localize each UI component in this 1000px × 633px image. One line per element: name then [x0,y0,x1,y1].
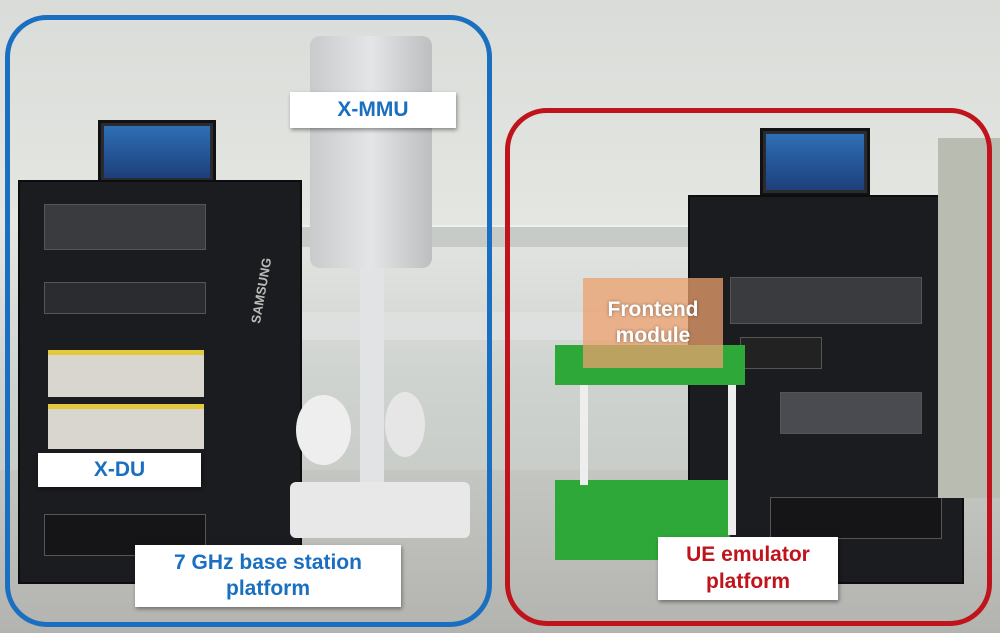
x-du-label: X-DU [38,453,201,487]
x-du-text: X-DU [93,457,146,481]
antenna-pole [360,268,384,488]
laptop-right [760,128,870,196]
ue-line1: UE emulator [686,543,810,567]
frontend-line2: module [615,324,691,347]
x-mmu-label: X-MMU [290,92,456,128]
frontend-module-label: Frontend module [583,278,723,368]
x-mmu-antenna [310,36,432,268]
frontend-line1: Frontend [607,297,699,321]
antenna-base [290,482,470,538]
base-station-label: 7 GHz base station platform [135,545,401,607]
ue-emulator-rack [688,195,964,584]
base-station-line2: platform [226,577,310,600]
laptop-left [98,120,216,184]
base-station-line1: 7 GHz base station [174,550,362,574]
ue-emulator-label: UE emulator platform [658,537,838,600]
fan [296,395,351,465]
x-mmu-text: X-MMU [337,97,409,121]
ue-emulator-frame [505,108,992,626]
fan [385,392,425,457]
base-station-frame [5,15,492,627]
ue-line2: platform [706,569,790,593]
